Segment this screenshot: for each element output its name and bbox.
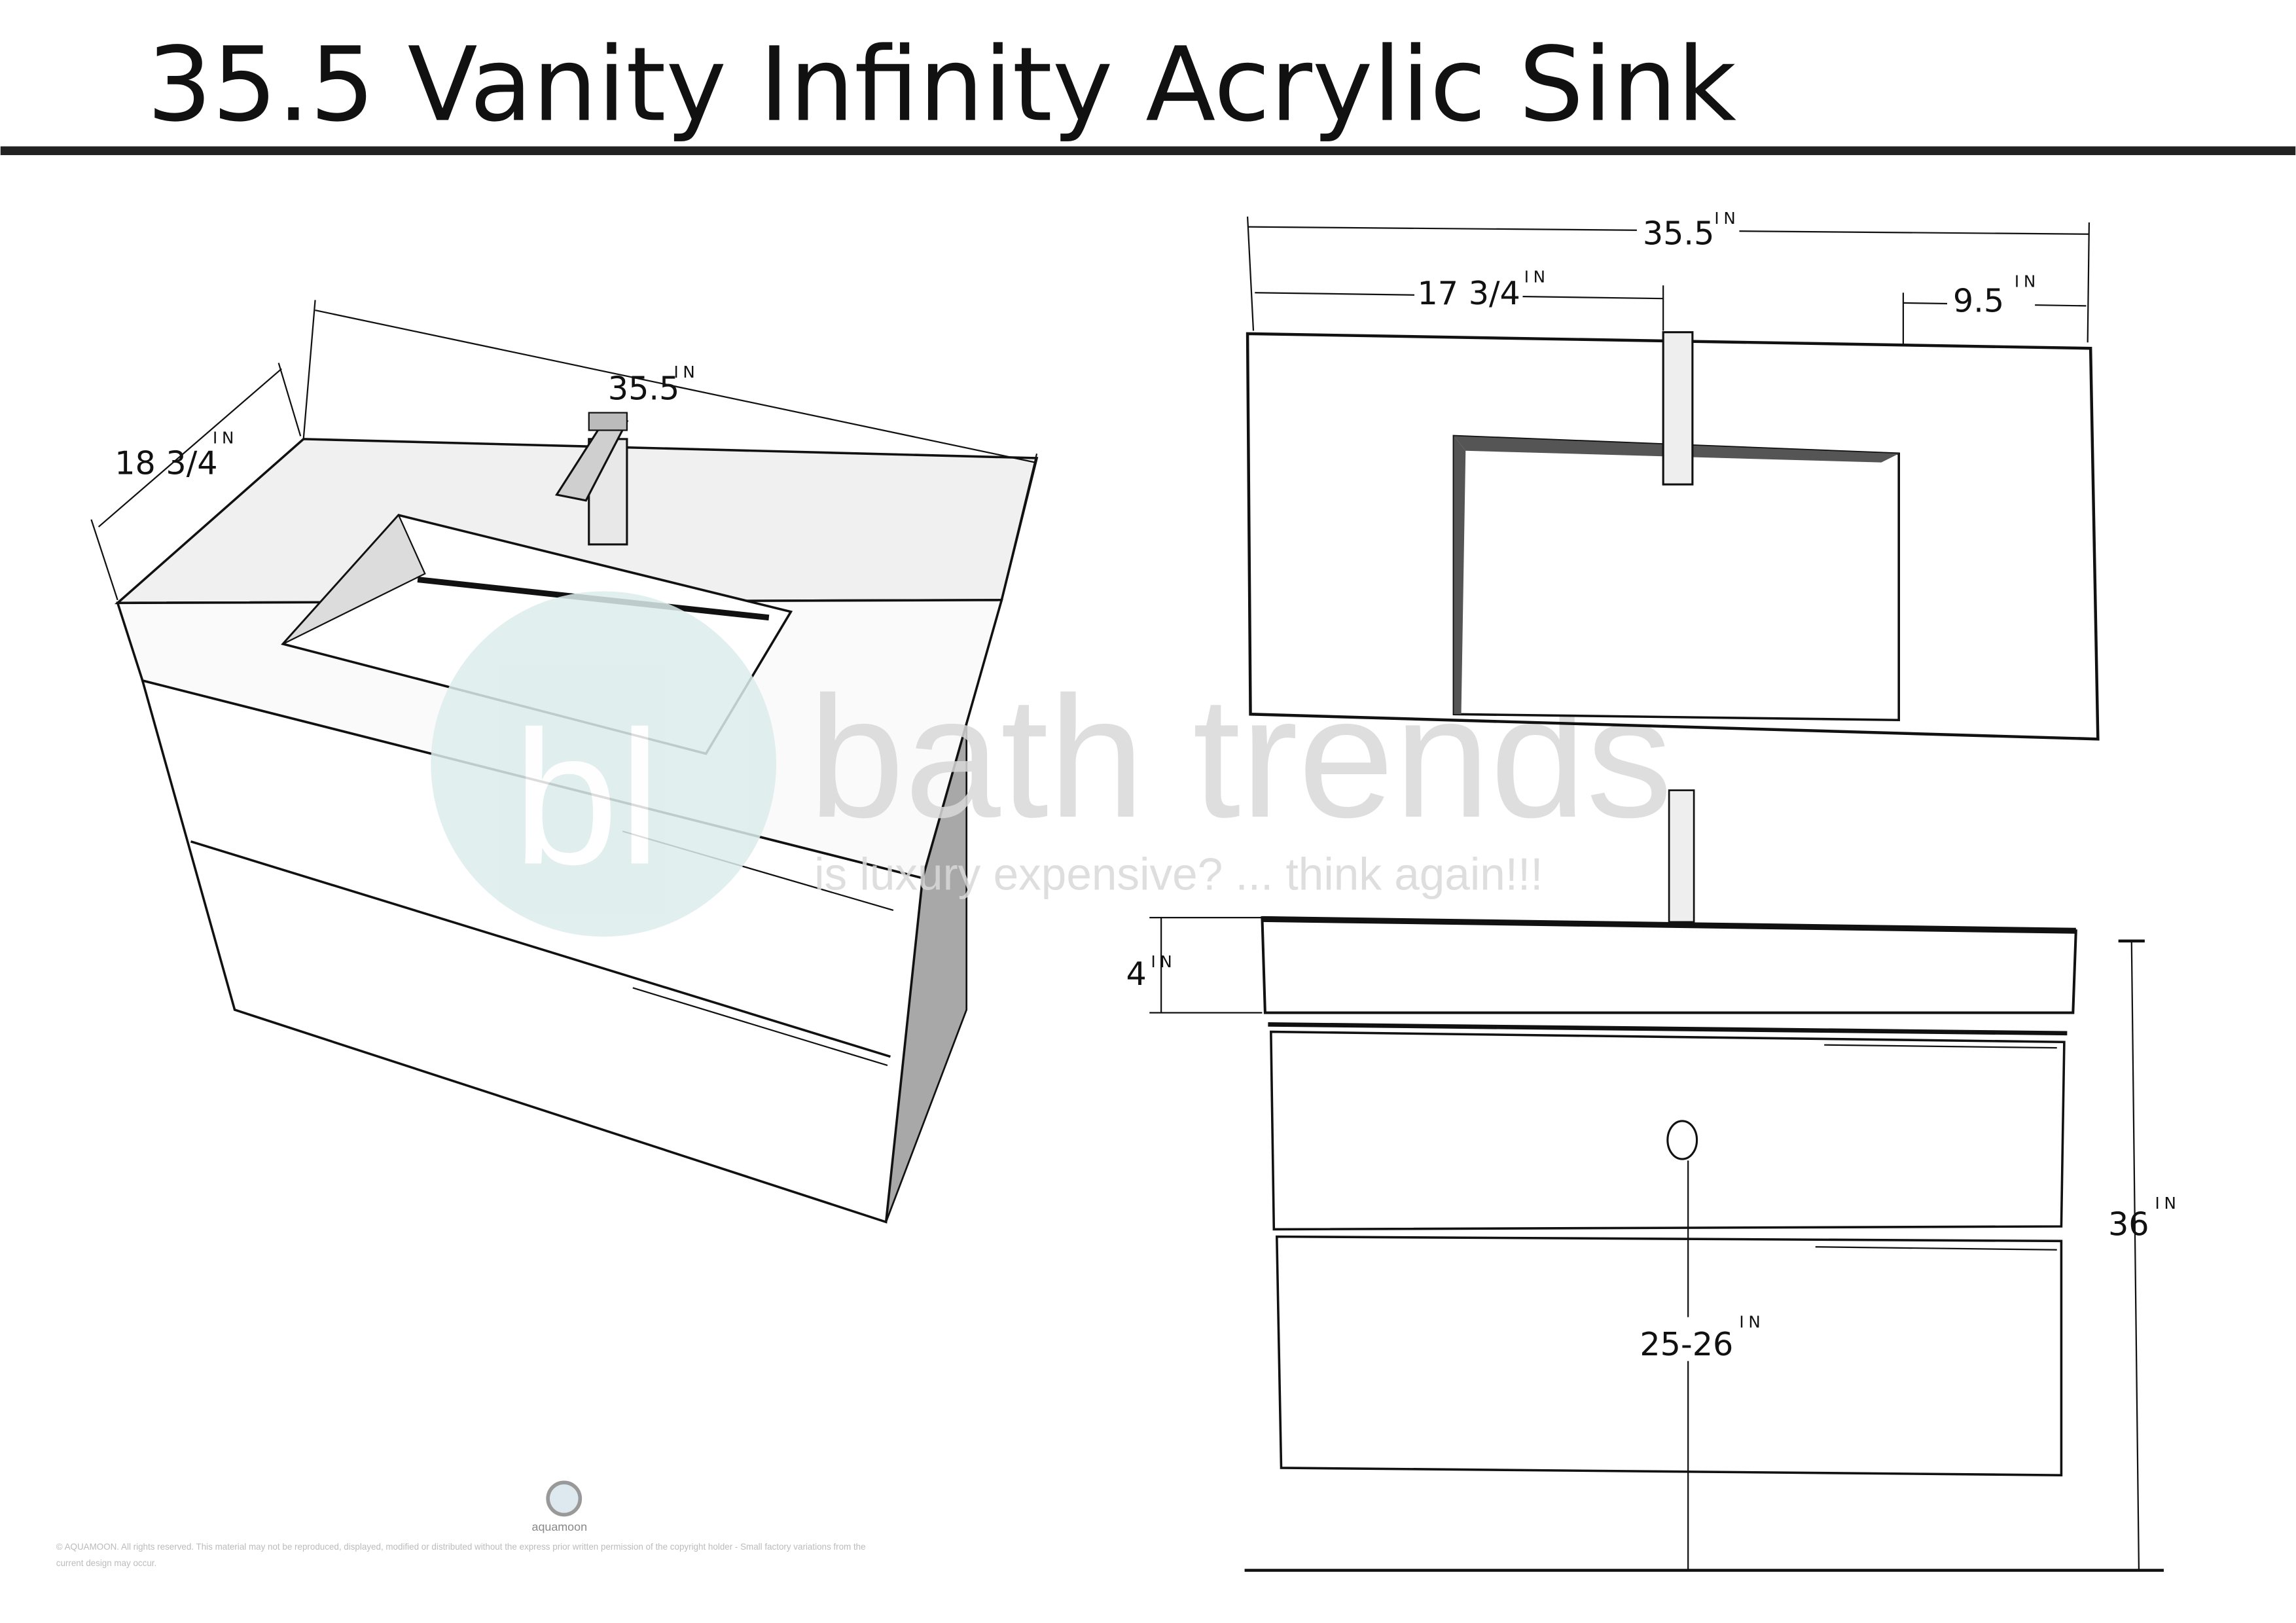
countertop-outline	[1246, 332, 2100, 741]
front-view: 25-26 IN 36 IN 4 IN	[1126, 789, 2181, 1572]
width-dimension-line	[315, 309, 1036, 463]
drawer-2-handle	[1815, 1246, 2057, 1251]
top-thickness-label: 4	[1126, 955, 1146, 993]
basin-slope	[282, 514, 426, 645]
faucet	[555, 412, 629, 546]
unit-label: IN	[1151, 952, 1176, 971]
aquamoon-logo: aquamoon	[532, 1480, 587, 1533]
unit-label: IN	[2155, 1194, 2181, 1213]
width-label: 35.5	[608, 369, 680, 407]
drain-height-label: 25-26	[1640, 1325, 1733, 1363]
unit-label: IN	[213, 429, 238, 448]
copyright-line-1: © AQUAMOON. All rights reserved. This ma…	[56, 1542, 866, 1552]
faucet-front	[1668, 789, 1695, 923]
unit-label: IN	[673, 363, 699, 382]
drawer-divider	[190, 840, 891, 1058]
aquamoon-logo-text: aquamoon	[532, 1520, 587, 1533]
title-rule	[0, 146, 2296, 156]
drawer-1-handle	[1824, 1044, 2057, 1049]
copyright-line-2: current design may occur.	[56, 1558, 157, 1568]
faucet-offset-label: 17 3/4	[1417, 274, 1520, 312]
top-view: 35.5 IN 17 3/4 IN 9.5 IN	[1246, 207, 2100, 741]
unit-label: IN	[2015, 272, 2040, 291]
drawer-1	[1270, 1030, 2066, 1231]
depth-label: 18 3/4	[115, 444, 217, 482]
right-offset-label: 9.5	[1953, 281, 2004, 319]
watermark-circle	[431, 591, 776, 937]
unit-label: IN	[1714, 209, 1740, 228]
top-width-label: 35.5	[1643, 214, 1715, 252]
depth-dimension-line	[98, 368, 282, 527]
cabinet-top-edge	[1268, 1022, 2068, 1036]
watermark-logo: bl	[512, 691, 660, 904]
faucet-top	[1662, 331, 1694, 486]
drain-hole	[1666, 1120, 1698, 1160]
basin-bevel	[1454, 436, 1466, 715]
height-label: 36	[2108, 1205, 2149, 1243]
page-title: 35.5 Vanity Infinity Acrylic Sink	[147, 25, 1736, 144]
height-dimension	[2130, 940, 2140, 1571]
unit-label: IN	[1524, 268, 1550, 287]
unit-label: IN	[1739, 1312, 1765, 1331]
watermark-tagline: is luxury expensive? ... think again!!!	[814, 849, 1543, 900]
drawer-2-handle	[632, 987, 888, 1067]
